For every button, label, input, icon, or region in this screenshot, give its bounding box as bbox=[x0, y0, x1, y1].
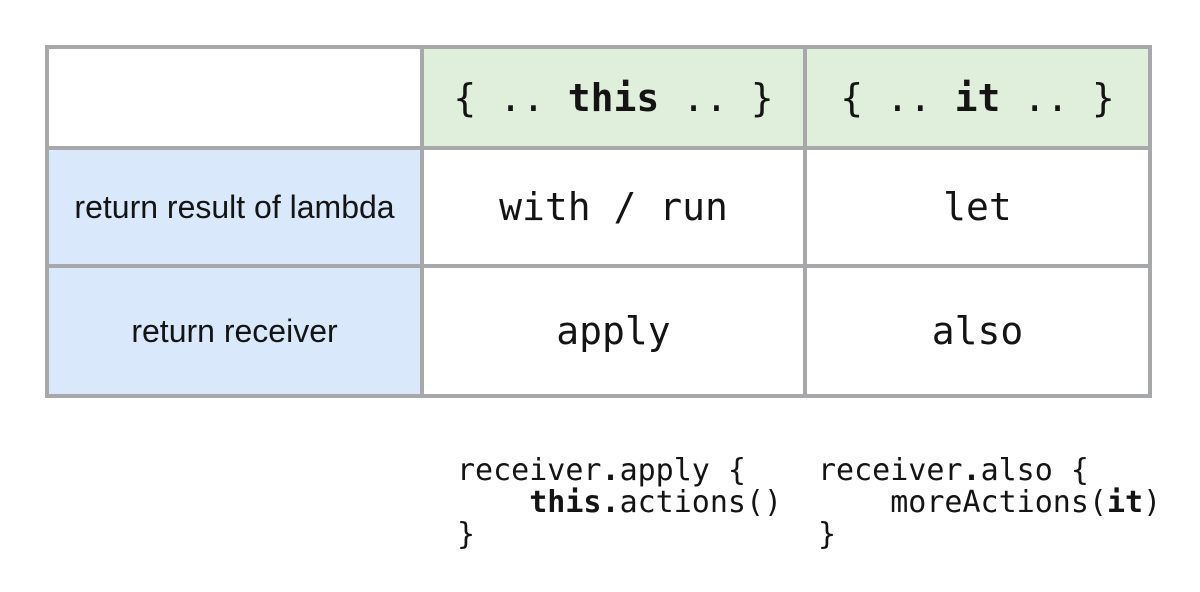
scope-functions-table: { .. this .. } { .. it .. } return resul… bbox=[45, 45, 1152, 398]
row-label-return-result-of-lambda: return result of lambda bbox=[45, 146, 424, 268]
table-row: return result of lambda with / run let bbox=[45, 146, 1152, 268]
also-code-example: receiver.also { moreActions(it) } bbox=[818, 453, 1162, 552]
column-header-it-lambda: { .. it .. } bbox=[803, 45, 1152, 150]
apply-code-example: receiver.apply { this.actions() } bbox=[457, 453, 783, 552]
cell-apply: apply bbox=[420, 264, 807, 398]
column-header-this-lambda: { .. this .. } bbox=[420, 45, 807, 150]
corner-cell bbox=[45, 45, 424, 150]
cell-also: also bbox=[803, 264, 1152, 398]
table-row: return receiver apply also bbox=[45, 264, 1152, 398]
row-label-return-receiver: return receiver bbox=[45, 264, 424, 398]
header-row: { .. this .. } { .. it .. } bbox=[45, 45, 1152, 150]
cell-let: let bbox=[803, 146, 1152, 268]
cell-with-run: with / run bbox=[420, 146, 807, 268]
